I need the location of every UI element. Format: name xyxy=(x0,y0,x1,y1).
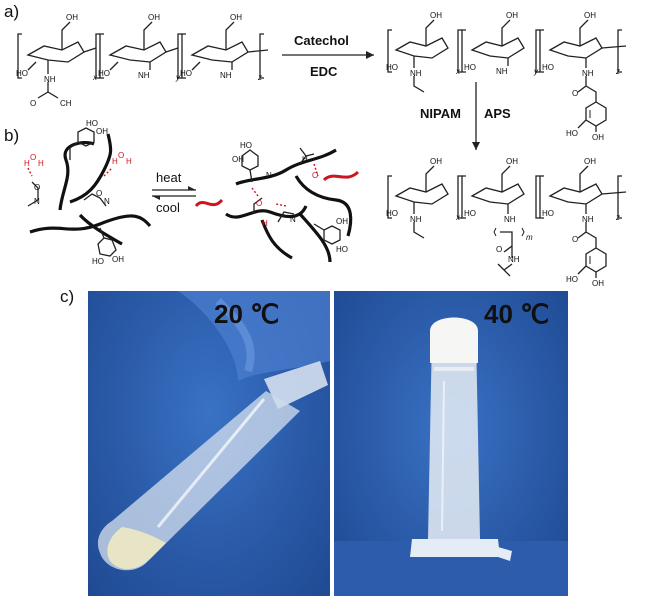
svg-text:O: O xyxy=(572,235,578,244)
svg-text:m: m xyxy=(526,233,533,242)
svg-text:O: O xyxy=(312,171,318,180)
svg-text:H: H xyxy=(112,157,118,166)
svg-text:H: H xyxy=(38,159,44,168)
svg-text:OH: OH xyxy=(430,157,442,166)
svg-text:x: x xyxy=(455,67,461,76)
svg-text:OH: OH xyxy=(584,11,596,20)
svg-text:N: N xyxy=(104,197,110,206)
cool-state-network: H O H H O H O N O N HO OH HO OH xyxy=(24,119,152,266)
svg-text:OH: OH xyxy=(592,279,604,288)
svg-text:z: z xyxy=(257,73,262,82)
svg-text:NH: NH xyxy=(508,255,520,264)
svg-text:HO: HO xyxy=(180,69,192,78)
svg-text:z: z xyxy=(615,67,620,76)
svg-text:O: O xyxy=(572,89,578,98)
svg-text:HO: HO xyxy=(386,209,398,218)
svg-text:NH: NH xyxy=(138,71,150,80)
svg-text:H: H xyxy=(24,159,30,168)
svg-text:OH: OH xyxy=(230,13,242,22)
svg-text:OH: OH xyxy=(112,255,124,264)
svg-text:O: O xyxy=(30,153,36,162)
product-structure: OH OH OH HO HO HO NH NH NH O NH O HO OH … xyxy=(386,157,627,288)
svg-text:NH: NH xyxy=(410,69,422,78)
svg-text:H: H xyxy=(126,157,132,166)
svg-text:NH: NH xyxy=(582,215,594,224)
catechol-chitosan-structure: OH OH OH HO HO HO NH NH NH O HO OH x y z xyxy=(386,11,627,142)
svg-text:NH: NH xyxy=(582,69,594,78)
svg-text:OH: OH xyxy=(336,217,348,226)
svg-text:O: O xyxy=(96,189,102,198)
svg-text:OH: OH xyxy=(232,155,244,164)
svg-text:OH: OH xyxy=(506,157,518,166)
label-heat: heat xyxy=(156,170,182,185)
svg-text:OH: OH xyxy=(66,13,78,22)
reagent-edc: EDC xyxy=(310,64,338,79)
svg-text:H: H xyxy=(262,219,268,228)
svg-text:O: O xyxy=(256,199,262,208)
svg-text:HO: HO xyxy=(16,69,28,78)
svg-text:NH: NH xyxy=(496,67,508,76)
svg-text:OH: OH xyxy=(592,133,604,142)
svg-text:O: O xyxy=(30,99,36,108)
svg-text:OH: OH xyxy=(96,127,108,136)
temp-label-40c: 40 ℃ xyxy=(484,299,550,329)
svg-text:x: x xyxy=(455,213,461,222)
svg-text:HO: HO xyxy=(92,257,104,266)
heat-state-network: O H O HO OH OH HO N N H xyxy=(194,141,360,263)
temp-label-20c: 20 ℃ xyxy=(214,299,280,329)
label-cool: cool xyxy=(156,200,180,215)
svg-text:HO: HO xyxy=(336,245,348,254)
reagent-catechol: Catechol xyxy=(294,33,349,48)
svg-text:y: y xyxy=(175,73,181,82)
panel-label-a: a) xyxy=(4,2,20,21)
svg-text:H: H xyxy=(302,155,308,164)
chitosan-structure: OH OH OH HO HO HO NH NH NH O CH x y z xyxy=(16,13,269,108)
svg-text:HO: HO xyxy=(386,63,398,72)
svg-text:HO: HO xyxy=(464,209,476,218)
svg-text:HO: HO xyxy=(542,63,554,72)
svg-text:HO: HO xyxy=(98,69,110,78)
svg-text:O: O xyxy=(496,245,502,254)
svg-text:HO: HO xyxy=(240,141,252,150)
photo-20c: 20 ℃ xyxy=(88,291,330,596)
svg-text:NH: NH xyxy=(410,215,422,224)
tube-20c-illustration xyxy=(97,291,330,571)
svg-text:CH: CH xyxy=(60,99,72,108)
reaction-scheme: OH OH OH HO HO HO NH NH NH O CH x y z Ca… xyxy=(16,11,627,288)
svg-text:OH: OH xyxy=(584,157,596,166)
svg-text:HO: HO xyxy=(566,129,578,138)
svg-text:N: N xyxy=(34,197,40,206)
svg-text:x: x xyxy=(92,73,98,82)
svg-text:NH: NH xyxy=(44,75,56,84)
panel-label-b: b) xyxy=(4,126,20,145)
svg-text:O: O xyxy=(118,151,124,160)
svg-text:OH: OH xyxy=(148,13,160,22)
svg-text:y: y xyxy=(533,67,539,76)
svg-text:NH: NH xyxy=(220,71,232,80)
svg-text:NH: NH xyxy=(504,215,516,224)
svg-text:HO: HO xyxy=(542,209,554,218)
svg-text:HO: HO xyxy=(464,63,476,72)
svg-text:z: z xyxy=(615,213,620,222)
reagent-nipam: NIPAM xyxy=(420,106,461,121)
svg-text:OH: OH xyxy=(506,11,518,20)
arrow-catechol-edc: Catechol EDC xyxy=(282,33,374,79)
svg-text:O: O xyxy=(34,183,40,192)
arrow-nipam-aps: NIPAM APS xyxy=(420,82,511,150)
svg-text:OH: OH xyxy=(430,11,442,20)
tube-40c-illustration xyxy=(334,317,568,596)
svg-text:N: N xyxy=(266,171,272,180)
panel-label-c: c) xyxy=(60,287,75,306)
photo-40c: 40 ℃ xyxy=(334,291,568,596)
svg-text:HO: HO xyxy=(86,119,98,128)
svg-text:N: N xyxy=(290,215,296,224)
svg-text:HO: HO xyxy=(566,275,578,284)
reagent-aps: APS xyxy=(484,106,511,121)
equilibrium-arrows: heat cool xyxy=(152,170,196,215)
